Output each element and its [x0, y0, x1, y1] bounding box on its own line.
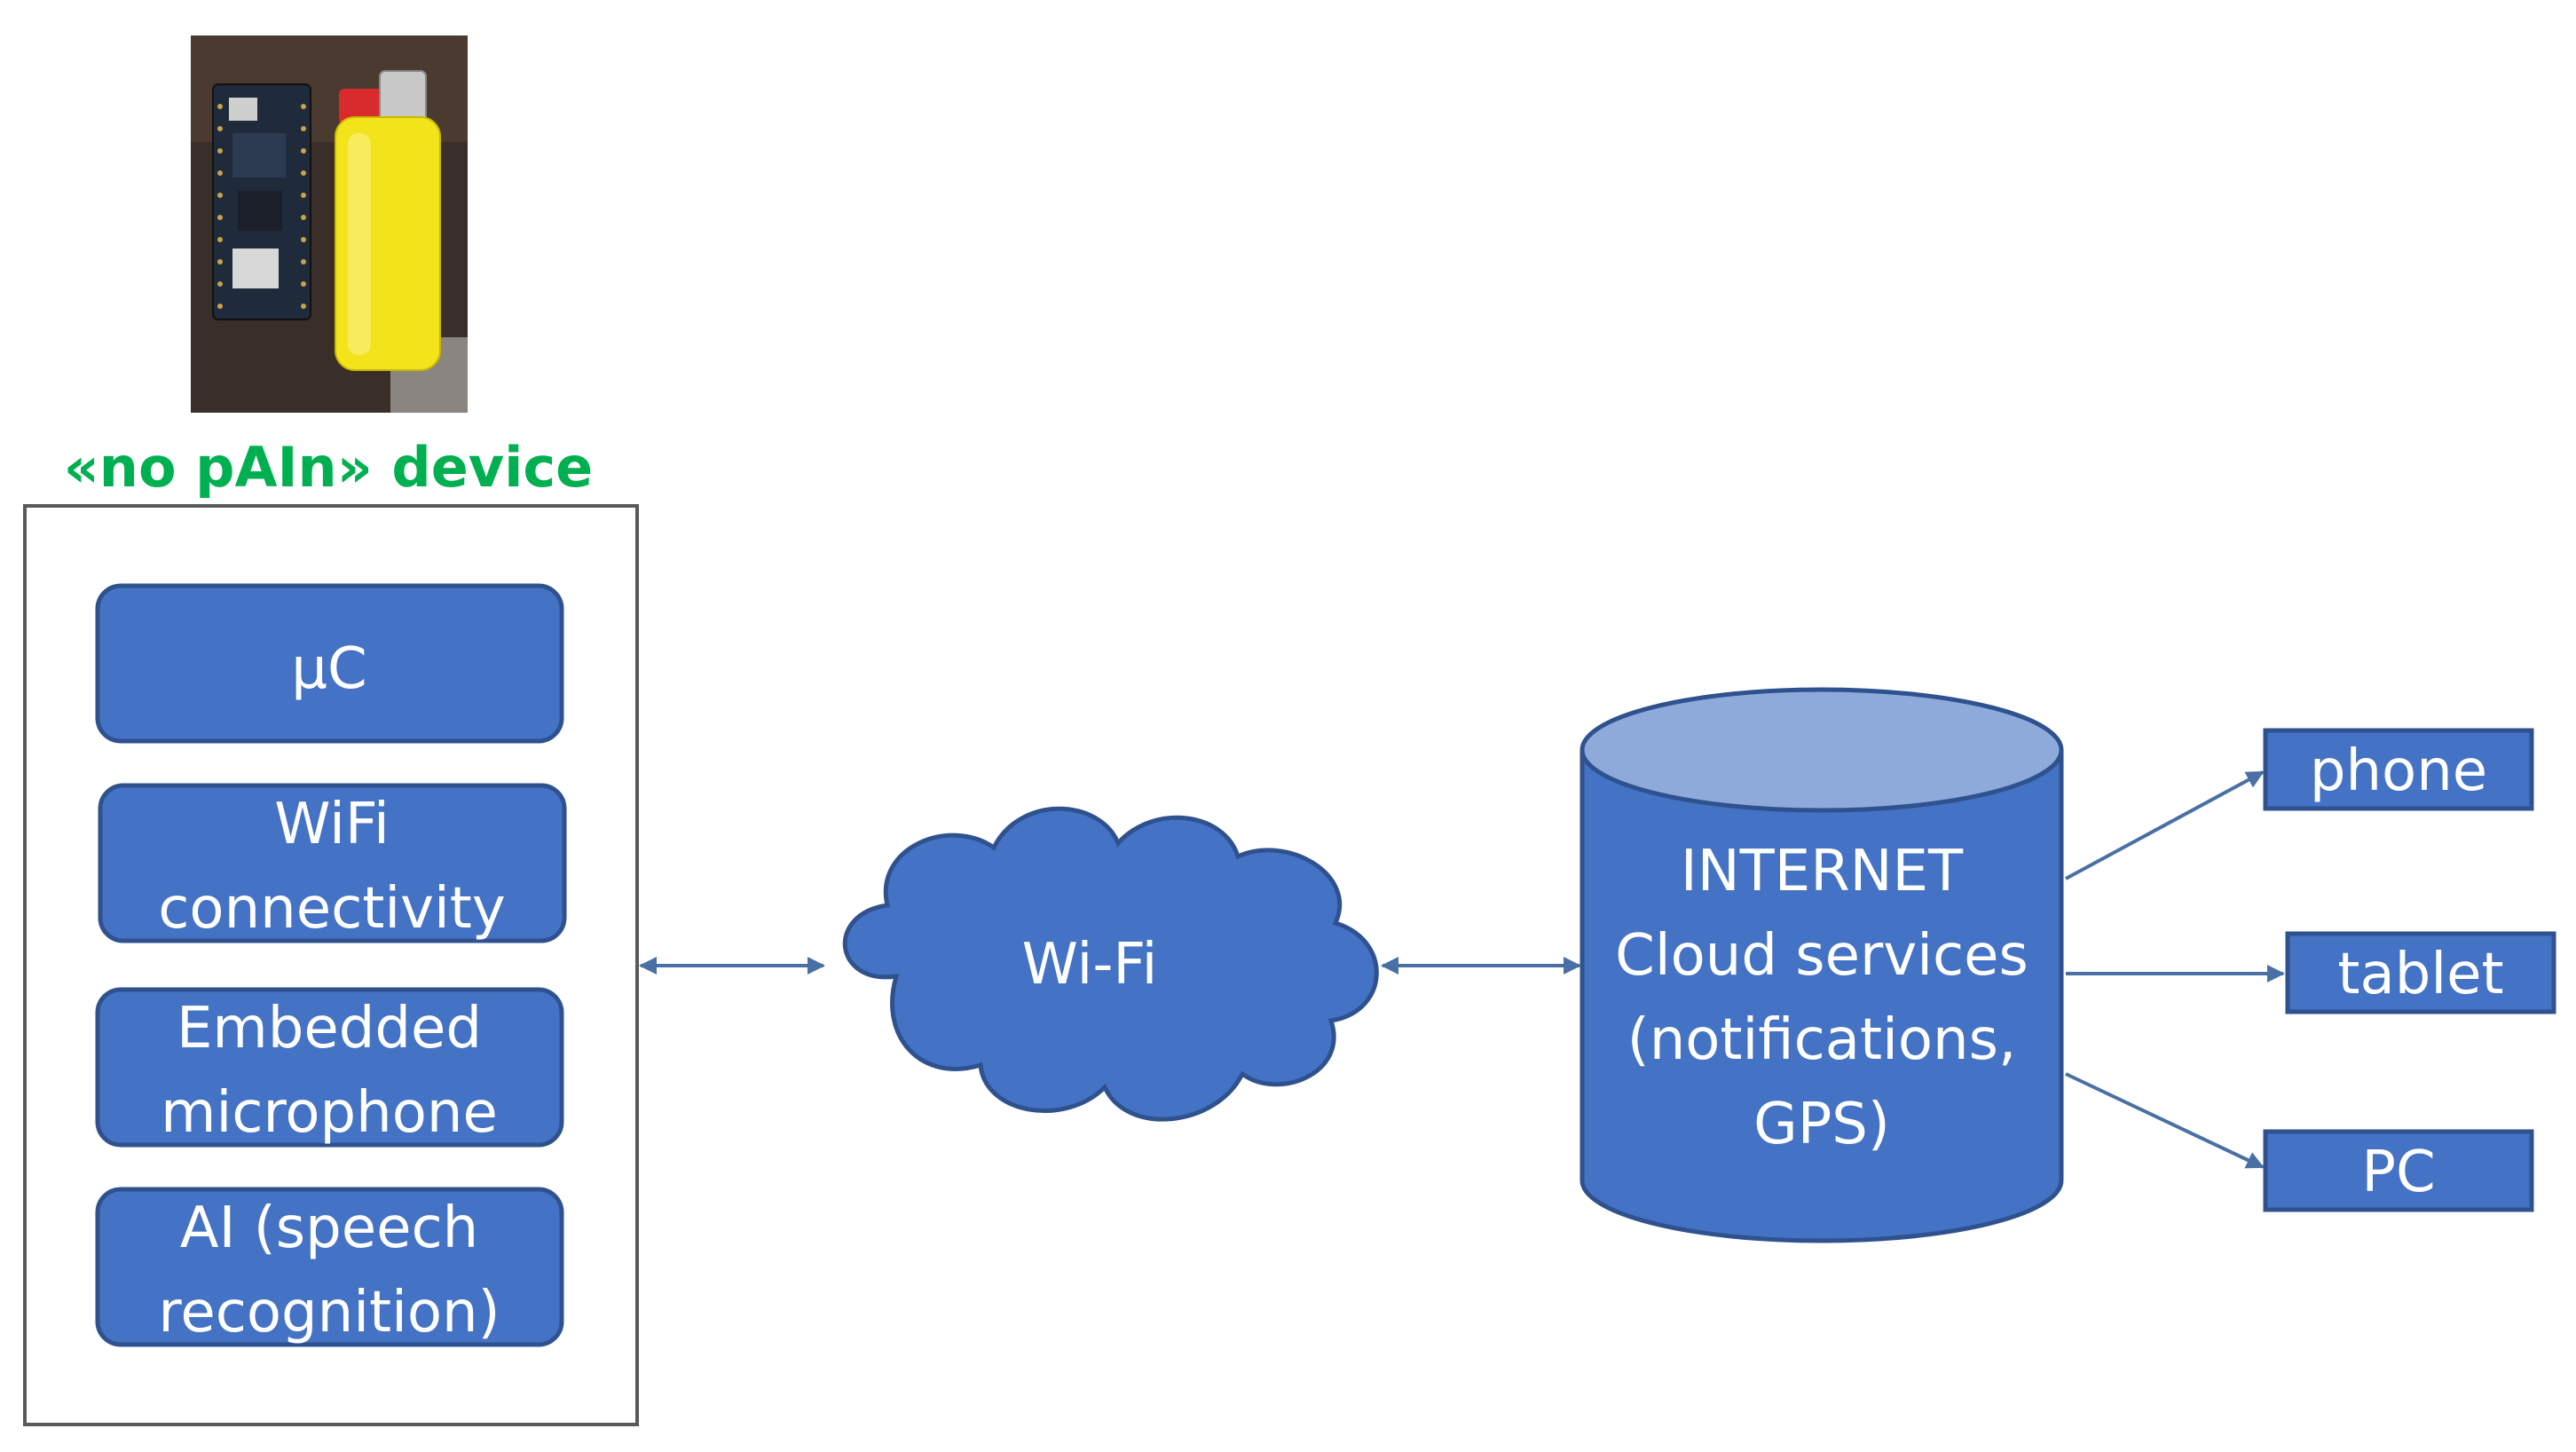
device-title: «no pAIn» device [64, 435, 593, 500]
ai-speech-recognition-block: AI (speech recognition) [95, 1187, 564, 1347]
cloud-services-line-4: GPS) [1753, 1092, 1890, 1157]
cloud-services-line-3: (notifications, [1627, 1007, 2017, 1073]
cloud-phone-arrow [2065, 770, 2265, 880]
wifi-connectivity-line-2: connectivity [158, 876, 506, 942]
wifi-connectivity-line-1: WiFi [274, 792, 390, 857]
ai-speech-recognition-line-1: AI (speech [180, 1196, 478, 1261]
cloud-services-line-1: INTERNET [1681, 839, 1964, 904]
wifi-cloud-label: Wi-Fi [1022, 932, 1158, 998]
endpoint-pc: PC [2263, 1129, 2534, 1212]
endpoint-pc-label: PC [2361, 1140, 2435, 1205]
endpoint-tablet: tablet [2285, 931, 2556, 1014]
cloud-services-line-2: Cloud services [1615, 923, 2029, 989]
endpoint-phone: phone [2263, 728, 2534, 811]
embedded-microphone-line-2: microphone [161, 1080, 498, 1146]
endpoint-phone-label: phone [2310, 738, 2487, 804]
wifi-connectivity-block: WiFi connectivity [98, 783, 567, 943]
cloud-icon: Wi-Fi [842, 806, 1379, 1122]
ai-speech-recognition-line-2: recognition) [158, 1280, 500, 1345]
uc-block-label: μC [291, 636, 366, 702]
endpoint-tablet-label: tablet [2337, 942, 2503, 1007]
uc-block: μC [95, 583, 564, 744]
database-cylinder-icon: INTERNET Cloud services (notifications, … [1579, 687, 2064, 1243]
embedded-microphone-block: Embedded microphone [95, 987, 564, 1148]
device-photo-icon [191, 36, 468, 413]
embedded-microphone-line-1: Embedded [177, 996, 482, 1061]
cloud-pc-arrow [2065, 1072, 2265, 1169]
